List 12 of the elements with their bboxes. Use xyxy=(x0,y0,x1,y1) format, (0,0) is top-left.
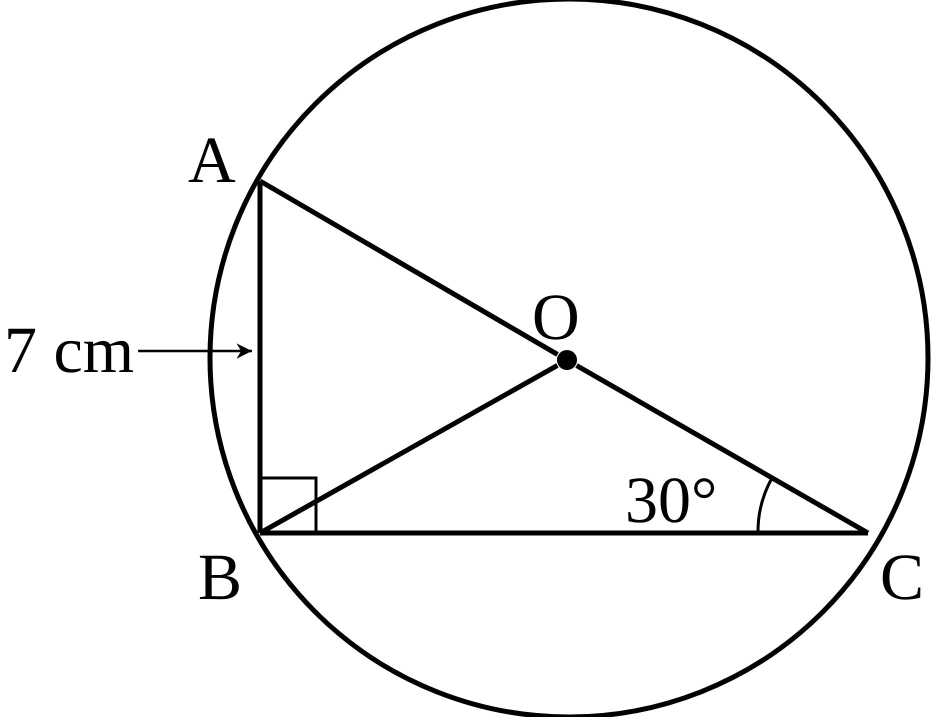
line-segment xyxy=(260,530,868,536)
length-label: 7 cm xyxy=(4,318,134,384)
point-dot xyxy=(557,350,577,370)
point-label: A xyxy=(188,128,236,194)
line-segment xyxy=(258,178,559,357)
point-label: B xyxy=(198,545,242,611)
line-segment xyxy=(575,363,870,536)
leader-line xyxy=(138,343,252,359)
angle-label: 30° xyxy=(625,468,718,534)
line-segment xyxy=(258,181,262,533)
point-label: O xyxy=(532,285,580,351)
point-label: C xyxy=(880,545,924,611)
